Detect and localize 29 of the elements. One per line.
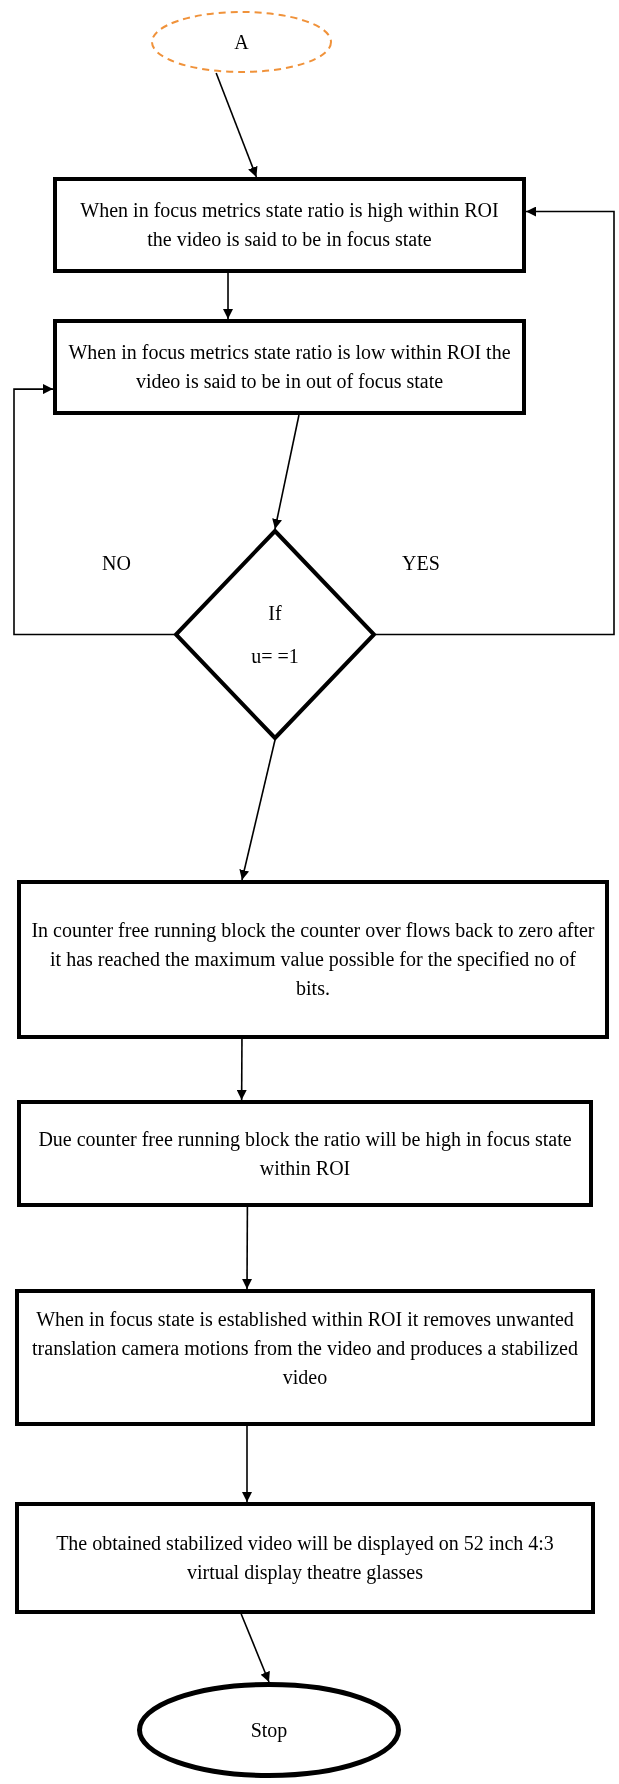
arrow (242, 1206, 253, 1290)
arrow (236, 1038, 247, 1101)
terminal-ellipse (137, 1682, 401, 1778)
process-box (15, 1289, 595, 1426)
arrow (13, 384, 175, 636)
process-box (17, 1100, 593, 1207)
node-text: In counter free running block the counter over flows back to zero after it has reached the maximum value possible for the specified no of bits. (31, 918, 595, 1001)
node-text: The obtained stabilized video will be displayed on 52 inch 4:3 virtual display theatre glasses (55, 1531, 555, 1586)
arrow (240, 1613, 270, 1683)
process-box (15, 1502, 595, 1614)
node-text: Stop (250, 1718, 288, 1742)
process-box (53, 177, 526, 273)
node-text: When in focus state is established within ROI it removes unwanted translation camera motions from the video and produces a stabilized video (31, 1307, 579, 1390)
node-text: u= =1 (251, 644, 299, 668)
node-text: If (268, 601, 282, 625)
node-text: A (234, 30, 249, 54)
arrow (239, 739, 276, 881)
process-box (53, 319, 526, 415)
node-text: When in focus metrics state ratio is high within ROI the video is said to be in focus state (79, 198, 500, 252)
decision-diamond (174, 529, 376, 740)
arrow (223, 272, 233, 320)
node-text: Due counter free running block the ratio will be high in focus state within ROI (37, 1126, 573, 1181)
arrow (375, 206, 615, 636)
connector-ellipse (151, 11, 332, 73)
arrow (242, 1425, 252, 1503)
node-text: When in focus metrics state ratio is low within ROI the video is said to be in out of focus state (67, 340, 512, 394)
arrow (272, 414, 300, 530)
process-box (17, 880, 609, 1039)
arrow (215, 72, 258, 178)
